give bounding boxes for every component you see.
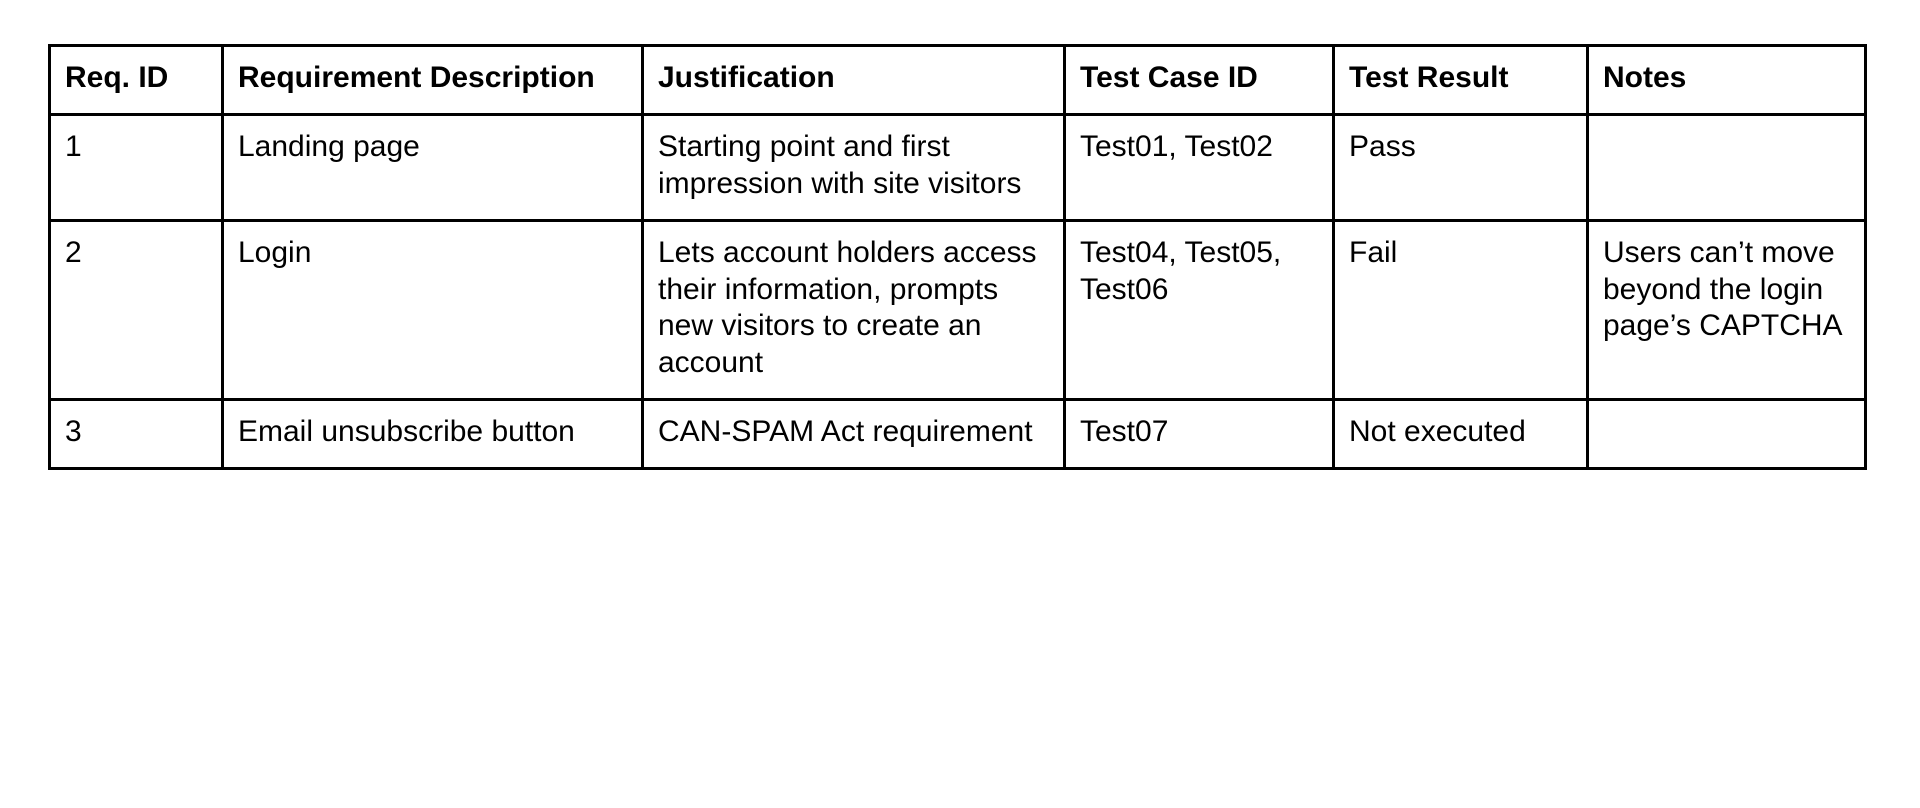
cell-notes bbox=[1586, 112, 1867, 222]
cell-test-result: Pass bbox=[1332, 112, 1589, 222]
cell-requirement-description: Login bbox=[221, 218, 644, 402]
table-row: 1 Landing page Starting point and first … bbox=[48, 112, 1867, 222]
cell-req-id-value: 3 bbox=[65, 415, 82, 449]
cell-justification-value: CAN-SPAM Act requirement bbox=[658, 415, 1033, 449]
cell-justification: CAN-SPAM Act requirement bbox=[641, 398, 1066, 471]
column-header-req-id: Req. ID bbox=[48, 44, 224, 116]
cell-requirement-description-value: Landing page bbox=[238, 129, 420, 163]
column-header-requirement-description: Requirement Description bbox=[221, 44, 644, 116]
column-header-justification: Justification bbox=[641, 44, 1066, 116]
cell-test-result: Fail bbox=[1332, 218, 1589, 402]
cell-justification: Lets account holders access their inform… bbox=[641, 218, 1066, 402]
column-header-justification-label: Justification bbox=[658, 61, 835, 94]
cell-test-result-value: Not executed bbox=[1349, 415, 1526, 449]
column-header-test-result-label: Test Result bbox=[1349, 61, 1509, 94]
cell-test-case-id: Test07 bbox=[1063, 398, 1335, 471]
column-header-test-case-id-label: Test Case ID bbox=[1080, 61, 1258, 94]
column-header-notes: Notes bbox=[1586, 44, 1867, 116]
cell-req-id: 2 bbox=[48, 218, 224, 402]
cell-notes: Users can’t move beyond the login page’s… bbox=[1586, 218, 1867, 402]
requirements-traceability-table: Req. ID Requirement Description Justific… bbox=[48, 44, 1867, 471]
cell-req-id-value: 1 bbox=[65, 129, 82, 163]
table-body: 1 Landing page Starting point and first … bbox=[48, 112, 1867, 471]
cell-requirement-description-value: Login bbox=[238, 235, 312, 269]
cell-requirement-description: Email unsubscribe button bbox=[221, 398, 644, 471]
cell-test-result: Not executed bbox=[1332, 398, 1589, 471]
cell-req-id: 1 bbox=[48, 112, 224, 222]
table-header: Req. ID Requirement Description Justific… bbox=[48, 44, 1867, 116]
column-header-req-id-label: Req. ID bbox=[65, 61, 169, 94]
cell-test-case-id-value: Test04, Test05, Test06 bbox=[1080, 235, 1282, 306]
cell-test-case-id-value: Test07 bbox=[1080, 415, 1169, 449]
cell-justification: Starting point and first impression with… bbox=[641, 112, 1066, 222]
cell-test-case-id: Test01, Test02 bbox=[1063, 112, 1335, 222]
cell-requirement-description-value: Email unsubscribe button bbox=[238, 415, 575, 449]
column-header-test-case-id: Test Case ID bbox=[1063, 44, 1335, 116]
table-row: 2 Login Lets account holders access thei… bbox=[48, 218, 1867, 402]
cell-test-result-value: Fail bbox=[1349, 235, 1398, 269]
cell-req-id: 3 bbox=[48, 398, 224, 471]
cell-notes bbox=[1586, 398, 1867, 471]
cell-test-case-id: Test04, Test05, Test06 bbox=[1063, 218, 1335, 402]
cell-notes-value: Users can’t move beyond the login page’s… bbox=[1603, 235, 1843, 343]
table-header-row: Req. ID Requirement Description Justific… bbox=[48, 44, 1867, 116]
cell-justification-value: Starting point and first impression with… bbox=[658, 129, 1022, 200]
column-header-notes-label: Notes bbox=[1603, 61, 1687, 94]
cell-req-id-value: 2 bbox=[65, 235, 82, 269]
column-header-requirement-description-label: Requirement Description bbox=[238, 61, 595, 94]
table-row: 3 Email unsubscribe button CAN-SPAM Act … bbox=[48, 398, 1867, 471]
column-header-test-result: Test Result bbox=[1332, 44, 1589, 116]
cell-test-case-id-value: Test01, Test02 bbox=[1080, 129, 1273, 163]
cell-test-result-value: Pass bbox=[1349, 129, 1416, 163]
cell-justification-value: Lets account holders access their inform… bbox=[658, 235, 1037, 380]
cell-requirement-description: Landing page bbox=[221, 112, 644, 222]
